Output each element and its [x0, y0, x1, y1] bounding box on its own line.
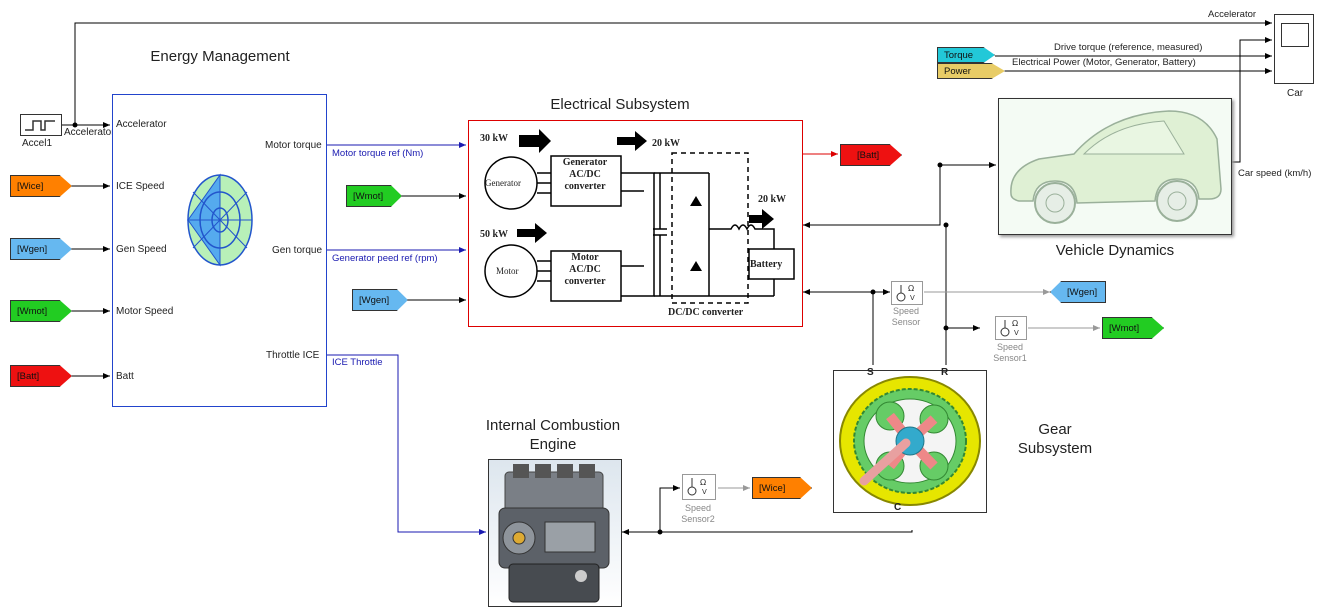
- tag-wmot-right[interactable]: [Wmot]: [1102, 317, 1164, 339]
- vehicle-dynamics-title: Vehicle Dynamics: [1055, 242, 1175, 259]
- scope-screen: [1281, 23, 1309, 47]
- power-50kw: 50 kW: [480, 229, 509, 240]
- tag-power[interactable]: Power: [937, 63, 1005, 79]
- fuzzy-logic-icon: [187, 173, 253, 267]
- svg-text:Ω: Ω: [1012, 319, 1018, 328]
- car-icon: [1010, 110, 1222, 224]
- em-port-throttle-ice: Throttle ICE: [266, 350, 320, 361]
- svg-text:Ω: Ω: [908, 284, 914, 293]
- accel1-label: Accel1: [22, 138, 53, 149]
- em-port-gen-torque: Gen torque: [272, 245, 323, 256]
- tag-torque[interactable]: Torque: [937, 47, 995, 63]
- speed-sensor-icon: Ω V: [687, 478, 707, 496]
- dcdc-label: DC/DC converter: [668, 307, 744, 318]
- tag-wgen-left[interactable]: [Wgen]: [10, 238, 72, 260]
- signal-car-speed: Car speed (km/h): [1238, 168, 1312, 179]
- em-port-batt: Batt: [116, 371, 134, 382]
- energy-management-title: Energy Management: [150, 48, 290, 65]
- scope-block[interactable]: [1274, 14, 1314, 84]
- scope-label: Car: [1287, 88, 1304, 99]
- signal-electrical-power: Electrical Power (Motor, Generator, Batt…: [1012, 57, 1196, 68]
- power-20kw-top: 20 kW: [652, 138, 681, 149]
- tag-batt-left[interactable]: [Batt]: [10, 365, 72, 387]
- tag-wmot-mid[interactable]: [Wmot]: [346, 185, 402, 207]
- signal-accelerator-top: Accelerator: [1208, 9, 1257, 20]
- gear-subsystem-block[interactable]: [833, 370, 987, 513]
- battery-label: Battery: [750, 259, 783, 270]
- signal-motor-torque-ref: Motor torque ref (Nm): [332, 148, 424, 159]
- svg-text:V: V: [702, 488, 707, 496]
- speed-sensor-icon: Ω V: [896, 284, 915, 302]
- gear-port-s: S: [867, 367, 874, 378]
- accel1-port-label: Accelerator: [64, 127, 115, 138]
- power-30kw: 30 kW: [480, 133, 509, 144]
- speed-sensor-1[interactable]: Ω V: [995, 316, 1027, 340]
- engine-icon: [498, 464, 610, 603]
- vehicle-dynamics-block[interactable]: [998, 98, 1232, 235]
- em-port-gen-speed: Gen Speed: [116, 244, 167, 255]
- signal-generator-speed-ref: Generator peed ref (rpm): [332, 253, 438, 264]
- speed-sensor-2[interactable]: Ω V: [682, 474, 716, 500]
- ice-title: Internal Combustion Engine: [485, 417, 621, 453]
- gear-subsystem-title: Gear Subsystem: [1017, 421, 1093, 457]
- tag-batt-right[interactable]: [Batt]: [840, 144, 902, 166]
- svg-text:V: V: [1014, 329, 1019, 337]
- signal-ice-throttle: ICE Throttle: [332, 357, 383, 368]
- tag-wgen-right[interactable]: [Wgen]: [1050, 281, 1106, 303]
- signal-drive-torque: Drive torque (reference, measured): [1054, 42, 1203, 53]
- em-port-accelerator: Accelerator: [116, 119, 167, 130]
- electrical-subsystem-block[interactable]: [468, 120, 803, 327]
- motor-label: Motor: [496, 266, 519, 276]
- tag-wmot-left[interactable]: [Wmot]: [10, 300, 72, 322]
- em-port-ice-speed: ICE Speed: [116, 181, 165, 192]
- gear-port-c: C: [894, 502, 902, 513]
- electrical-schematic: [484, 129, 795, 304]
- planetary-gear-icon: [839, 376, 981, 506]
- generator-label: Generator: [485, 178, 521, 188]
- speed-sensor-0[interactable]: Ω V: [891, 281, 923, 305]
- tag-wgen-mid[interactable]: [Wgen]: [352, 289, 408, 311]
- gear-port-r: R: [941, 367, 949, 378]
- svg-text:V: V: [910, 294, 915, 302]
- em-port-motor-torque: Motor torque: [265, 140, 322, 151]
- em-port-motor-speed: Motor Speed: [116, 306, 174, 317]
- svg-text:Ω: Ω: [700, 478, 706, 487]
- tag-wice-bottom[interactable]: [Wice]: [752, 477, 812, 499]
- accel1-block[interactable]: [20, 114, 62, 136]
- step-icon: [25, 120, 55, 131]
- tag-wice-left[interactable]: [Wice]: [10, 175, 72, 197]
- power-20kw-right: 20 kW: [758, 194, 787, 205]
- speed-sensor-icon: Ω V: [1000, 319, 1019, 337]
- ice-block[interactable]: [488, 459, 622, 607]
- electrical-subsystem-title: Electrical Subsystem: [550, 96, 690, 113]
